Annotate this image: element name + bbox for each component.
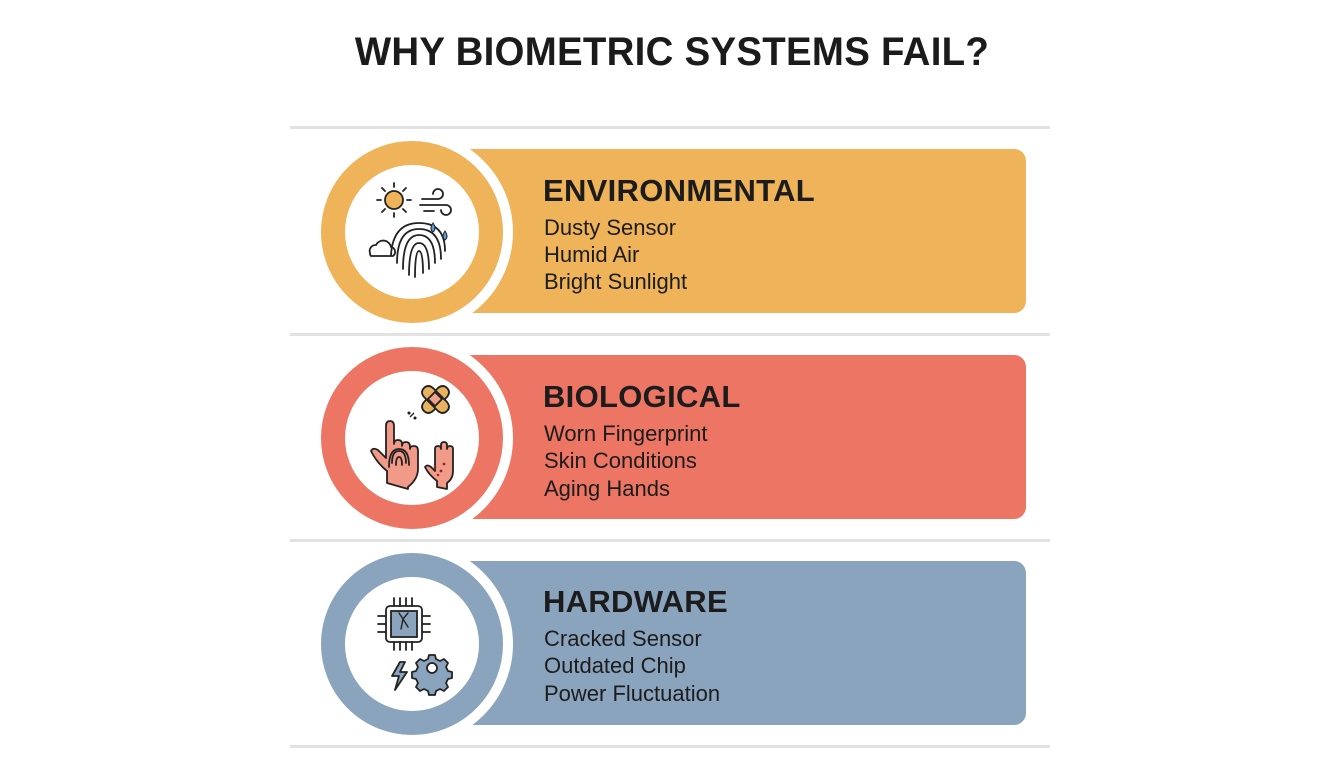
divider bbox=[290, 126, 1050, 129]
category-item: Dusty Sensor bbox=[544, 215, 677, 240]
divider bbox=[290, 333, 1050, 336]
category-item: Humid Air bbox=[544, 242, 640, 267]
divider bbox=[290, 745, 1050, 748]
page-title: WHY BIOMETRIC SYSTEMS FAIL? bbox=[354, 30, 990, 74]
category-item: Bright Sunlight bbox=[544, 269, 688, 294]
category-item: Worn Fingerprint bbox=[544, 421, 708, 446]
hands-bandage-icon bbox=[370, 385, 454, 490]
category-item: Power Fluctuation bbox=[544, 681, 721, 706]
hardware-icon-ring bbox=[321, 553, 503, 735]
environmental-icon-ring bbox=[321, 141, 503, 323]
biological-banner bbox=[460, 355, 1026, 519]
hardware-banner bbox=[460, 561, 1026, 725]
category-item: Outdated Chip bbox=[544, 653, 686, 678]
category-title: ENVIRONMENTAL bbox=[543, 173, 815, 208]
category-title: BIOLOGICAL bbox=[543, 379, 741, 414]
category-item: Skin Conditions bbox=[544, 448, 697, 473]
biological-icon-ring bbox=[321, 347, 503, 529]
environmental-banner bbox=[460, 149, 1026, 313]
category-item: Aging Hands bbox=[544, 476, 670, 501]
cracked-chip-power-gear-icon bbox=[377, 597, 453, 696]
category-title: HARDWARE bbox=[543, 584, 728, 619]
category-item: Cracked Sensor bbox=[544, 626, 702, 651]
sun-wind-rain-fingerprint-icon bbox=[368, 182, 452, 278]
divider bbox=[290, 539, 1050, 542]
